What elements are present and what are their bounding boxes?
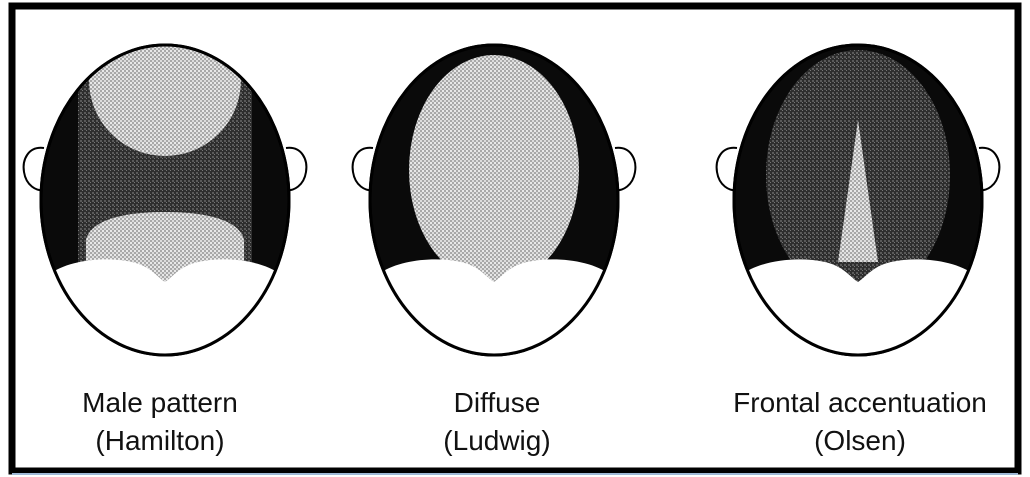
caption-subtitle: (Ludwig) <box>347 422 647 460</box>
caption-title: Diffuse <box>347 384 647 422</box>
head-frontal-accentuation <box>717 45 1000 400</box>
head-diffuse <box>353 45 636 400</box>
caption-title: Frontal accentuation <box>710 384 1010 422</box>
diffuse-thinning-area <box>409 55 579 285</box>
caption-subtitle: (Hamilton) <box>10 422 310 460</box>
head-male-pattern <box>24 4 307 400</box>
caption-diffuse: Diffuse (Ludwig) <box>347 384 647 460</box>
caption-subtitle: (Olsen) <box>710 422 1010 460</box>
caption-frontal-accentuation: Frontal accentuation (Olsen) <box>710 384 1010 460</box>
caption-title: Male pattern <box>10 384 310 422</box>
crown-bald-area <box>89 4 241 156</box>
caption-male-pattern: Male pattern (Hamilton) <box>10 384 310 460</box>
